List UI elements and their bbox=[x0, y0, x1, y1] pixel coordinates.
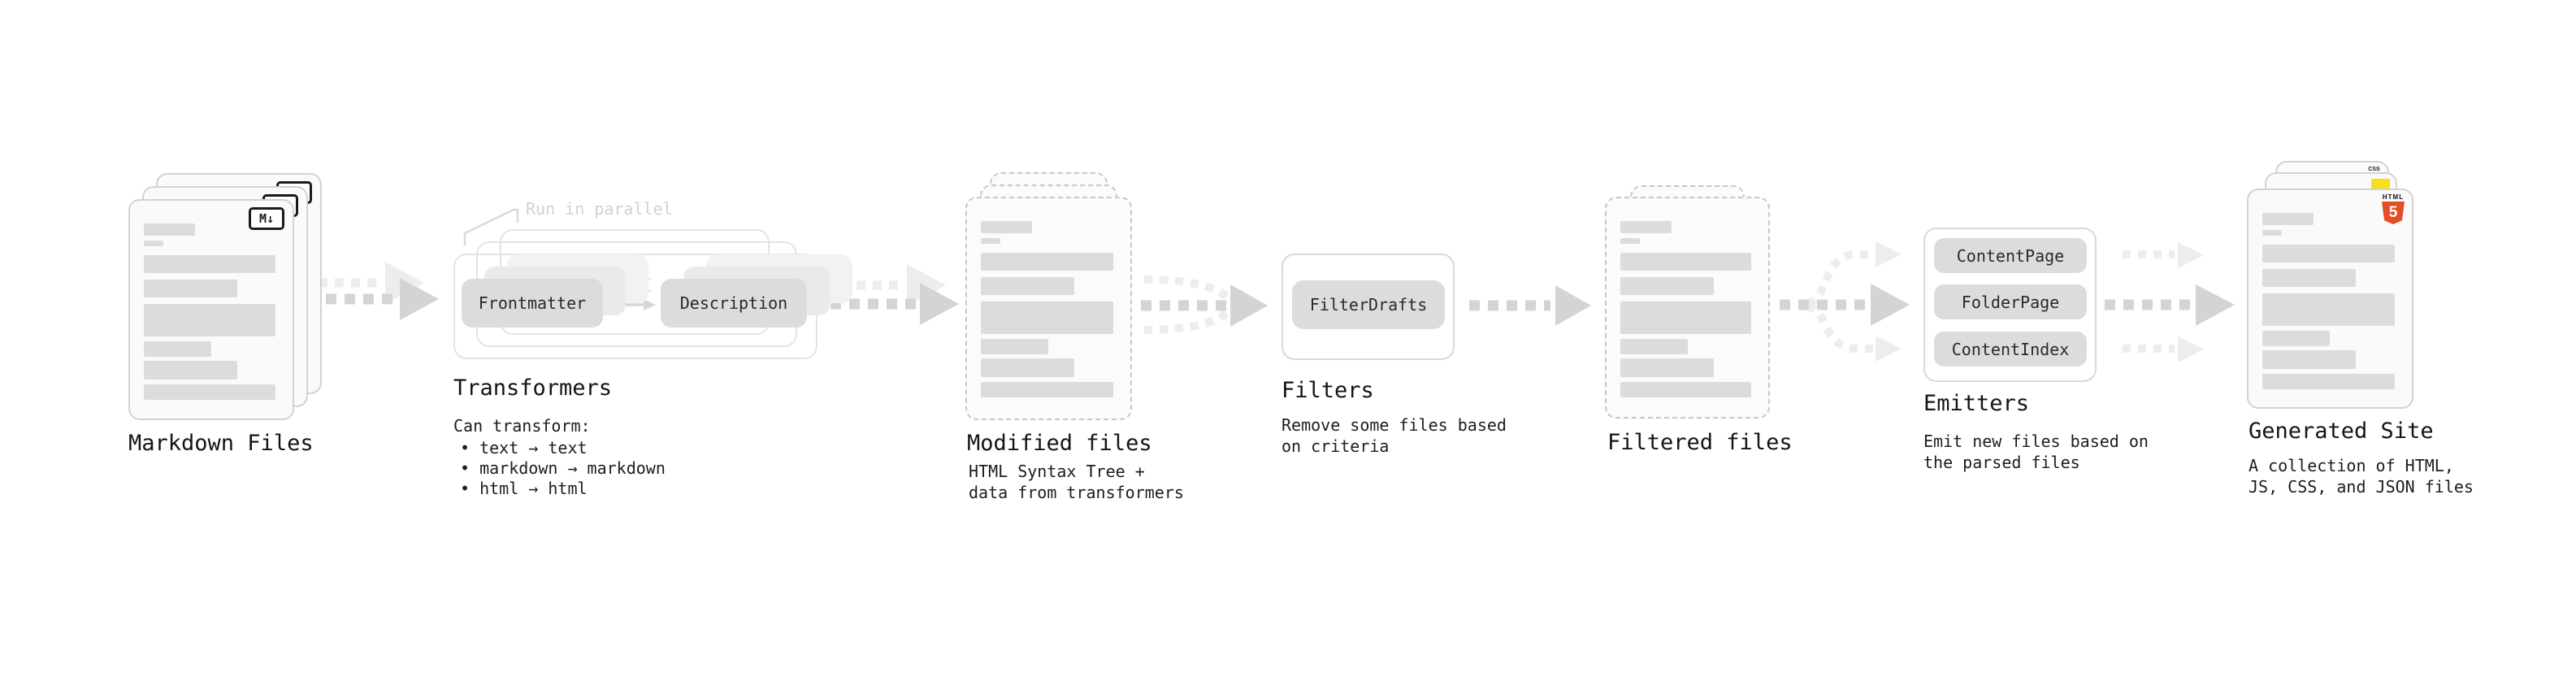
javascript-icon bbox=[2371, 179, 2390, 189]
modified-files-desc: data from transformers bbox=[969, 483, 1184, 502]
text-line-bar bbox=[981, 358, 1074, 377]
emitters-desc: the parsed files bbox=[1923, 453, 2080, 472]
filtered-file-card-front bbox=[1605, 197, 1770, 419]
filters-label: Filters bbox=[1281, 378, 1374, 403]
text-line-bar bbox=[981, 382, 1113, 397]
text-line-bar bbox=[144, 255, 275, 273]
transformers-desc-item: • markdown → markdown bbox=[460, 458, 666, 478]
emitter-pill-contentpage: ContentPage bbox=[1934, 238, 2087, 273]
text-line-bar bbox=[1620, 358, 1714, 377]
arrow-transformers-to-modified bbox=[824, 264, 959, 325]
emitter-pill-contentindex: ContentIndex bbox=[1934, 332, 2087, 367]
text-line-bar bbox=[2262, 331, 2330, 346]
transformer-pill-frontmatter: Frontmatter bbox=[462, 279, 603, 327]
text-line-bar bbox=[1620, 221, 1672, 233]
filter-pill-filterdrafts: FilterDrafts bbox=[1292, 280, 1445, 329]
transformers-desc-item: • html → html bbox=[460, 479, 588, 498]
text-line-bar bbox=[144, 384, 275, 400]
text-line-bar bbox=[1620, 277, 1714, 295]
transformers-desc-title: Can transform: bbox=[453, 416, 591, 436]
text-line-bar bbox=[144, 341, 211, 357]
text-line-bar bbox=[981, 277, 1074, 295]
text-line-bar bbox=[1620, 339, 1688, 354]
arrow-merge-modified-to-filters bbox=[1141, 275, 1268, 334]
text-line-bar bbox=[144, 223, 195, 236]
text-line-bar bbox=[144, 304, 275, 336]
arrow-emitters-to-generated bbox=[2105, 242, 2235, 362]
text-line-bar bbox=[2262, 293, 2395, 326]
text-line-bar bbox=[981, 339, 1048, 354]
text-line-bar bbox=[2262, 230, 2282, 236]
text-line-bar bbox=[2262, 213, 2314, 225]
text-line-bar bbox=[2262, 350, 2356, 369]
run-in-parallel-leader-line bbox=[463, 208, 519, 245]
modified-file-card-front bbox=[965, 197, 1132, 420]
text-line-bar bbox=[981, 253, 1113, 271]
generated-site-desc: JS, CSS, and JSON files bbox=[2249, 477, 2474, 497]
arrow-fanout-filtered-to-emitters bbox=[1780, 241, 1910, 362]
html5-number: 5 bbox=[2388, 204, 2398, 221]
filters-desc: Remove some files based bbox=[1281, 415, 1507, 435]
text-line-bar bbox=[981, 221, 1032, 233]
text-line-bar bbox=[1620, 301, 1751, 334]
emitter-pill-folderpage: FolderPage bbox=[1934, 284, 2087, 319]
transformers-desc-item: • text → text bbox=[460, 438, 588, 458]
generated-site-desc: A collection of HTML, bbox=[2249, 456, 2454, 475]
text-line-bar bbox=[981, 301, 1113, 334]
emitters-desc: Emit new files based on bbox=[1923, 432, 2149, 451]
modified-files-label: Modified files bbox=[967, 431, 1152, 456]
text-line-bar bbox=[1620, 253, 1751, 271]
html5-badge-text: HTML bbox=[2382, 193, 2405, 201]
placeholder-text-lines bbox=[2262, 213, 2395, 389]
text-line-bar bbox=[2262, 374, 2395, 389]
text-line-bar bbox=[981, 238, 1000, 244]
transformer-pill-description: Description bbox=[661, 279, 807, 327]
filtered-files-label: Filtered files bbox=[1607, 430, 1793, 455]
transformers-label: Transformers bbox=[453, 375, 613, 401]
run-in-parallel-callout: Run in parallel bbox=[526, 199, 673, 219]
text-line-bar bbox=[2262, 269, 2356, 287]
text-line-bar bbox=[2262, 245, 2395, 262]
text-line-bar bbox=[144, 361, 237, 380]
text-line-bar bbox=[144, 280, 237, 297]
placeholder-text-lines bbox=[981, 221, 1113, 397]
html5-shield: 5 bbox=[2382, 202, 2405, 224]
arrow-filters-to-filtered bbox=[1469, 285, 1591, 326]
emitters-label: Emitters bbox=[1923, 391, 2030, 416]
generated-file-card-front: HTML 5 bbox=[2247, 189, 2413, 409]
arrow-markdown-to-transformers bbox=[302, 262, 439, 320]
filters-desc: on criteria bbox=[1281, 436, 1390, 456]
markdown-file-card-front: M↓ bbox=[128, 199, 294, 420]
text-line-bar bbox=[144, 241, 163, 246]
html5-icon: HTML 5 bbox=[2381, 193, 2405, 224]
markdown-files-label: Markdown Files bbox=[128, 431, 314, 456]
modified-files-desc: HTML Syntax Tree + bbox=[969, 462, 1145, 481]
css-badge-text: CSS bbox=[2368, 167, 2380, 172]
placeholder-text-lines bbox=[144, 223, 275, 400]
markdown-icon: M↓ bbox=[249, 207, 284, 230]
placeholder-text-lines bbox=[1620, 221, 1751, 397]
text-line-bar bbox=[1620, 238, 1640, 244]
text-line-bar bbox=[1620, 382, 1751, 397]
generated-site-label: Generated Site bbox=[2249, 419, 2434, 444]
